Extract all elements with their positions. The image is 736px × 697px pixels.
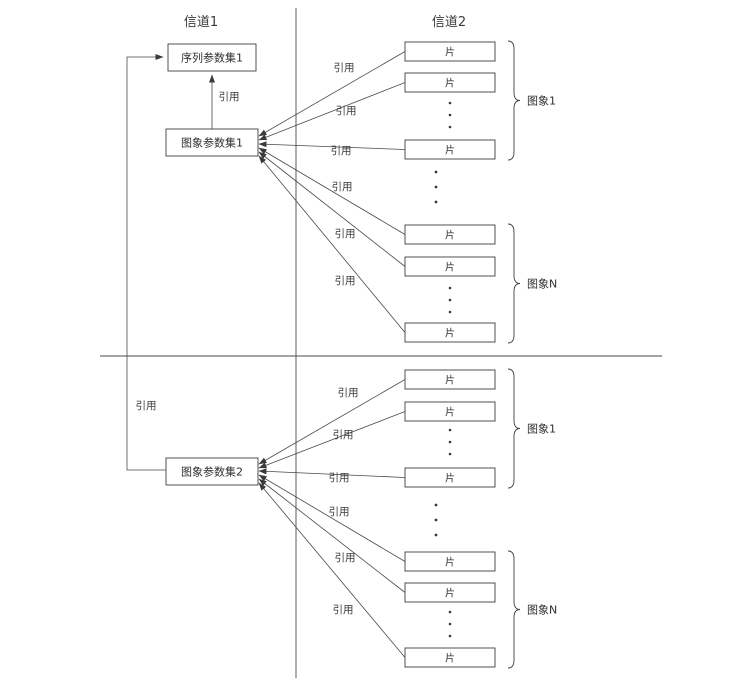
reference-label: 引用: [331, 144, 352, 157]
pps2-to-sps1-arrow: [126, 54, 166, 471]
slice-box: 片: [404, 369, 496, 390]
group-brace: [507, 40, 521, 161]
reference-label: 引用: [136, 399, 157, 412]
slice-to-pps2-arrow: [258, 468, 406, 478]
slice-to-pps2-arrow: [258, 482, 406, 658]
group-brace: [507, 223, 521, 344]
slice-to-pps2-arrow: [258, 379, 406, 465]
slice-box: 片: [404, 647, 496, 668]
channel1-title: 信道1: [184, 15, 218, 30]
picture-param-set-1-label: 图象参数集1: [181, 136, 243, 150]
slice-to-pps1-arrow: [258, 147, 406, 235]
ellipsis-dots: [434, 503, 438, 537]
slice-label: 片: [445, 406, 455, 419]
reference-label: 引用: [332, 180, 353, 193]
sequence-param-set-1-box: 序列参数集1: [167, 43, 257, 72]
slice-label: 片: [445, 77, 455, 90]
reference-label: 引用: [338, 386, 359, 399]
slice-label: 片: [445, 472, 455, 485]
slice-label: 片: [445, 144, 455, 157]
slice-label: 片: [445, 652, 455, 665]
slice-label: 片: [445, 587, 455, 600]
channel2-title: 信道2: [432, 15, 466, 30]
slice-to-pps2-arrow: [258, 478, 406, 593]
slice-box: 片: [404, 139, 496, 160]
picture-param-set-2-box: 图象参数集2: [165, 457, 259, 486]
reference-label: 引用: [335, 274, 356, 287]
slice-to-pps1-arrow: [258, 151, 406, 267]
image-group-1-label: 图象1: [527, 95, 556, 108]
slice-to-pps1-arrow: [258, 141, 406, 150]
picture-param-set-2-label: 图象参数集2: [181, 465, 243, 479]
group-brace: [507, 368, 521, 489]
slice-box: 片: [404, 401, 496, 422]
ellipsis-dots: [434, 170, 438, 204]
reference-label: 引用: [334, 61, 355, 74]
group-brace: [507, 550, 521, 669]
ellipsis-dots: [448, 610, 452, 638]
slice-box: 片: [404, 224, 496, 245]
image-group-n-label: 图象N: [527, 278, 557, 291]
slice-box: 片: [404, 72, 496, 93]
reference-label: 引用: [336, 104, 357, 117]
image-group-n-label: 图象N: [527, 604, 557, 617]
reference-label: 引用: [335, 227, 356, 240]
ellipsis-dots: [448, 101, 452, 129]
image-group-1-label: 图象1: [527, 423, 556, 436]
reference-label: 引用: [335, 551, 356, 564]
sequence-param-set-1-label: 序列参数集1: [181, 51, 243, 65]
slice-label: 片: [445, 556, 455, 569]
slice-box: 片: [404, 582, 496, 603]
slice-label: 片: [445, 327, 455, 340]
slice-label: 片: [445, 46, 455, 59]
slice-label: 片: [445, 261, 455, 274]
slice-to-pps1-arrow: [258, 155, 406, 333]
reference-label: 引用: [329, 505, 350, 518]
ellipsis-dots: [448, 286, 452, 314]
ellipsis-dots: [448, 428, 452, 456]
slice-box: 片: [404, 256, 496, 277]
slice-box: 片: [404, 467, 496, 488]
slice-box: 片: [404, 41, 496, 62]
reference-label: 引用: [329, 471, 350, 484]
picture-param-set-1-box: 图象参数集1: [165, 128, 259, 157]
slice-to-pps1-arrow: [258, 51, 406, 137]
reference-label: 引用: [333, 603, 354, 616]
slice-box: 片: [404, 551, 496, 572]
reference-label: 引用: [219, 90, 240, 103]
slice-to-pps1-arrow: [258, 82, 406, 141]
slice-label: 片: [445, 374, 455, 387]
slice-box: 片: [404, 322, 496, 343]
reference-label: 引用: [333, 428, 354, 441]
slice-label: 片: [445, 229, 455, 242]
slice-to-pps2-arrow: [258, 411, 406, 469]
slice-to-pps2-arrow: [258, 474, 406, 562]
